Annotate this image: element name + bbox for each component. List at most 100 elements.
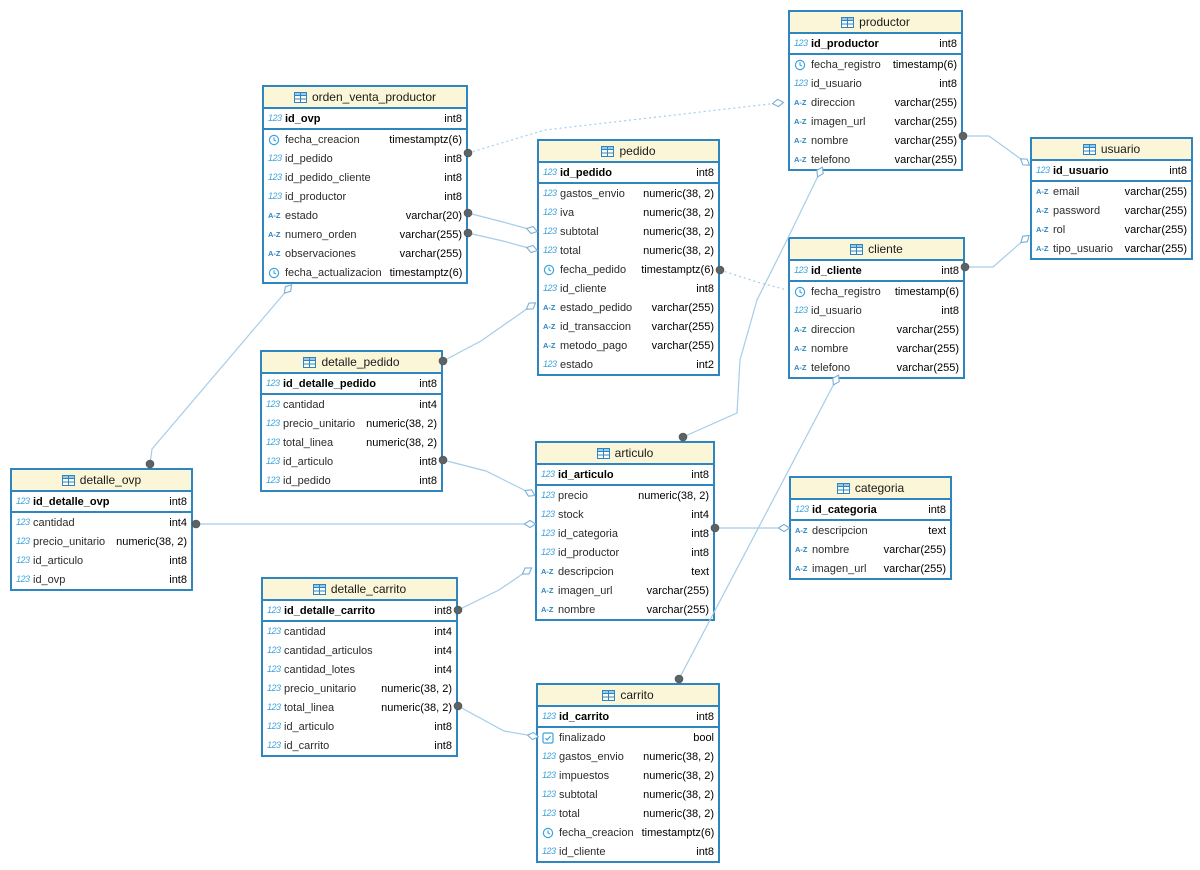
table-title-bar[interactable]: cliente (790, 239, 963, 261)
table-title-bar[interactable]: carrito (538, 685, 718, 707)
relation-line-detalle_carrito-carrito[interactable] (457, 705, 534, 737)
table-title-bar[interactable]: pedido (539, 141, 718, 163)
relation-line-productor-usuario[interactable] (963, 135, 1026, 163)
table-title-bar[interactable]: detalle_carrito (263, 579, 456, 601)
table-title-bar[interactable]: productor (790, 12, 961, 34)
relation-line-detalle_pedido-articulo[interactable] (442, 459, 531, 494)
relation-line-cliente-usuario[interactable] (965, 238, 1026, 268)
table-title-bar[interactable]: detalle_ovp (12, 470, 191, 492)
table-title-bar[interactable]: detalle_pedido (262, 352, 441, 374)
relation-line-detalle_carrito-articulo[interactable] (457, 570, 528, 611)
table-title-bar[interactable]: categoria (791, 478, 950, 500)
relation-line-pedido-cliente[interactable] (719, 269, 788, 291)
table-title-bar[interactable]: orden_venta_productor (264, 87, 466, 109)
relation-line-detalle_pedido-pedido[interactable] (442, 305, 532, 362)
relation-line-orden_venta_productor-pedido[interactable] (467, 232, 533, 250)
table-title-bar[interactable]: usuario (1032, 139, 1191, 161)
table-title-bar[interactable]: articulo (537, 443, 713, 465)
